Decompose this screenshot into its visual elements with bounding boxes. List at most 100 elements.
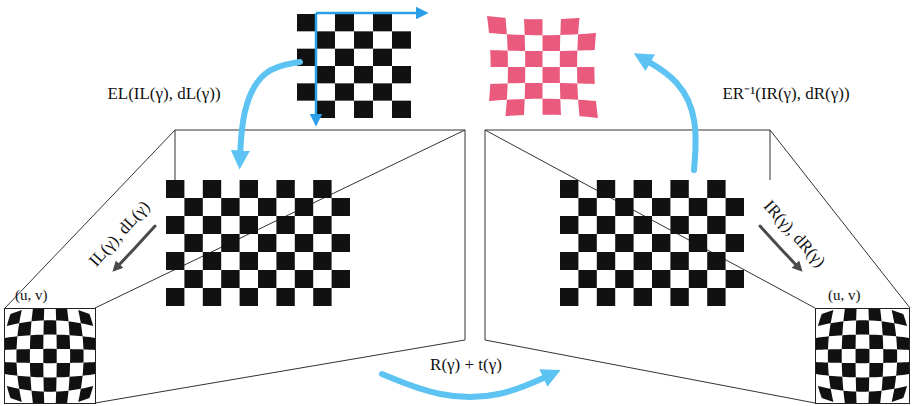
checker-square (856, 349, 870, 363)
pixel-coordinates: (u, v) (828, 287, 861, 304)
reprojected-pattern (487, 16, 598, 118)
checker-square (203, 252, 221, 270)
checker-square (868, 309, 881, 321)
right-ray (485, 130, 815, 308)
checker-square (354, 66, 373, 83)
transform-arrow (382, 374, 552, 397)
checker-square (295, 198, 313, 216)
checker-square (506, 99, 525, 116)
checker-square (17, 376, 31, 391)
checker-square (597, 252, 615, 270)
image-axes (316, 13, 426, 124)
checkerboards (3, 14, 911, 406)
checker-square (560, 83, 578, 100)
transform-formula: R(γ) + t(γ) (430, 355, 502, 375)
checker-square (276, 180, 294, 198)
checker-square (316, 66, 335, 83)
checker-square (203, 180, 221, 198)
pixel-coordinates: (u, v) (15, 287, 48, 304)
checker-square (689, 198, 707, 216)
camera-image: (u, v) (815, 308, 910, 404)
checker-square (689, 234, 707, 252)
checker-square (332, 270, 350, 288)
backprojection-formula-holder: ER⁻¹(IR(γ), dR(γ)) (722, 84, 849, 104)
checker-square (882, 376, 897, 391)
checker-square (869, 335, 883, 349)
image-depth-label: IL(γ), dL(γ) (86, 197, 155, 270)
checker-square (221, 198, 239, 216)
checker-square (335, 83, 354, 100)
checker-square (203, 216, 221, 234)
checker-square (184, 198, 202, 216)
checker-square (392, 31, 411, 48)
checker-square (829, 376, 844, 391)
v-axis (315, 13, 318, 124)
checker-square (32, 309, 45, 321)
right-frame-edge (770, 130, 771, 180)
checker-square (258, 270, 276, 288)
left-frame (175, 130, 465, 340)
checker-square (856, 320, 869, 334)
checker-square (373, 83, 392, 100)
checker-square (578, 198, 596, 216)
u-axis (316, 12, 426, 15)
checker-square (56, 309, 69, 321)
checker-square (670, 216, 688, 234)
checker-square (16, 349, 29, 363)
right-plane-pattern (560, 180, 744, 306)
checker-square (883, 349, 897, 363)
left-ray (95, 340, 465, 403)
checker-square (17, 321, 31, 336)
checker-square (221, 270, 239, 288)
checker-square (487, 16, 507, 34)
checker-square (43, 320, 56, 334)
checker-square (258, 234, 276, 252)
checker-square (726, 198, 744, 216)
left-frame-edge (175, 130, 176, 180)
checker-square (392, 101, 411, 118)
checker-square (30, 335, 44, 349)
frustum-lines (5, 130, 910, 403)
checker-square (313, 288, 331, 306)
checker-square (490, 50, 508, 67)
checker-square (560, 51, 578, 67)
checker-square (354, 101, 373, 118)
checker-square (56, 391, 69, 403)
checker-square (354, 31, 373, 48)
checker-square (313, 216, 331, 234)
checker-square (184, 270, 202, 288)
backprojection-arrow (642, 58, 696, 170)
checker-square (543, 35, 561, 51)
checker-square (83, 362, 95, 376)
checker-square (295, 270, 313, 288)
image-depth-label-holder: IR(γ), dR(γ) (760, 197, 830, 272)
checker-square (373, 49, 392, 66)
projection-arrow (240, 62, 300, 160)
checker-square (221, 234, 239, 252)
checker-square (240, 180, 258, 198)
checker-square (240, 216, 258, 234)
arrows (116, 58, 799, 397)
checker-square (892, 310, 907, 326)
checker-square (816, 362, 829, 376)
checker-square (258, 198, 276, 216)
image-depth-label: IR(γ), dR(γ) (760, 197, 830, 272)
checker-square (332, 234, 350, 252)
checker-square (70, 349, 83, 363)
checker-square (507, 34, 525, 51)
checker-square (295, 234, 313, 252)
checker-square (597, 180, 615, 198)
checker-square (166, 288, 184, 306)
checker-square (166, 216, 184, 234)
checker-square (615, 270, 633, 288)
checker-square (828, 349, 842, 363)
checker-square (240, 288, 258, 306)
checker-square (707, 180, 725, 198)
projection-formula: EL(IL(γ), dL(γ)) (107, 84, 220, 104)
checker-square (615, 198, 633, 216)
checker-square (525, 83, 543, 99)
right-frame (485, 130, 770, 340)
backprojection-formula: ER⁻¹(IR(γ), dR(γ)) (722, 84, 849, 104)
checker-square (652, 234, 670, 252)
checker-square (43, 377, 56, 391)
